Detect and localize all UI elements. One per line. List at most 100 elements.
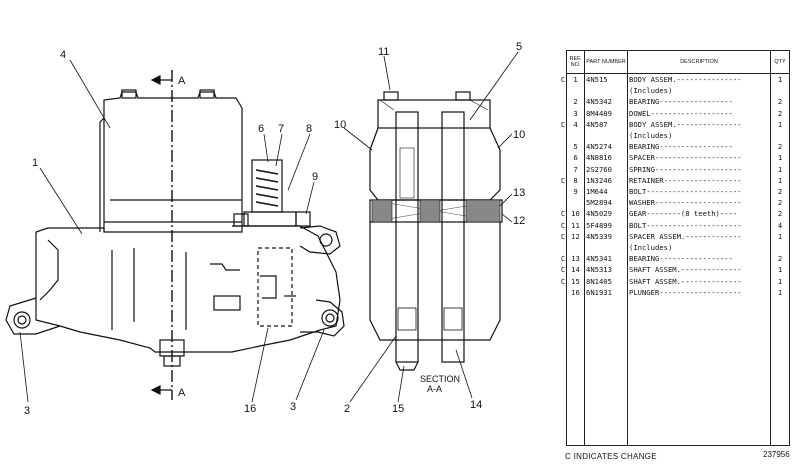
- change-flag: C: [560, 276, 566, 286]
- callout-3-left: 3: [24, 405, 30, 417]
- part-number: 4N8816: [586, 153, 612, 163]
- change-flag: C: [560, 75, 566, 84]
- column-divider: [770, 51, 771, 445]
- table-row: 7 2S2760 SPRING-------------------- 1: [567, 165, 791, 174]
- part-number: 5M2894: [586, 198, 612, 208]
- part-number: 4N5342: [586, 97, 612, 107]
- callout-13: 13: [513, 187, 525, 199]
- part-number: 4N5313: [586, 265, 612, 275]
- description: (Includes): [629, 86, 673, 96]
- description: DOWEL-------------------: [629, 108, 733, 118]
- quantity: 2: [777, 198, 783, 208]
- ref-number: 11: [571, 220, 580, 230]
- callout-5: 5: [516, 41, 522, 53]
- callout-12: 12: [513, 215, 525, 227]
- description: SPACER ASSEM.-------------: [629, 231, 742, 241]
- change-flag: C: [560, 220, 566, 230]
- section-arrow-label-top: A: [178, 75, 186, 87]
- table-row: 9 1M644 BOLT---------------------- 2: [567, 187, 791, 196]
- description: BEARING-----------------: [629, 97, 733, 107]
- change-flag: C: [560, 265, 566, 275]
- parts-illustration: 4 1 3 6 7 8 9 16 3 11 5 10 10 13 12 2 15…: [5, 41, 525, 417]
- description: BODY ASSEM.---------------: [629, 75, 742, 84]
- table-row: 5M2894 WASHER-------------------- 2: [567, 198, 791, 207]
- part-number: 8N1405: [586, 276, 612, 286]
- callout-2: 2: [344, 403, 350, 415]
- table-row: 3 8M4489 DOWEL------------------- 2: [567, 109, 791, 118]
- ref-number: 6: [573, 153, 578, 163]
- table-row: (Includes): [567, 131, 791, 140]
- part-number: 8M4489: [586, 108, 612, 118]
- callout-16: 16: [244, 403, 256, 415]
- part-number: 1M644: [586, 187, 608, 196]
- quantity: 2: [777, 108, 783, 118]
- change-flag: C: [560, 231, 566, 241]
- pump-exterior-view: [5, 70, 345, 400]
- description: BOLT----------------------: [629, 187, 742, 196]
- description: (Includes): [629, 131, 673, 140]
- quantity: 1: [777, 265, 783, 275]
- ref-number: 7: [573, 164, 578, 174]
- header-qty: QTY: [774, 59, 786, 65]
- table-row: (Includes): [567, 243, 791, 252]
- callout-8: 8: [306, 123, 312, 135]
- header-description: DESCRIPTION: [680, 59, 718, 65]
- change-flag: C: [560, 119, 566, 129]
- table-row: (Includes): [567, 86, 791, 95]
- ref-number: 10: [571, 209, 580, 219]
- quantity: 1: [777, 75, 783, 84]
- ref-number: 5: [573, 142, 578, 152]
- quantity: 1: [777, 175, 783, 185]
- description: WASHER--------------------: [629, 198, 742, 208]
- part-number: 4N5341: [586, 254, 612, 264]
- callout-11: 11: [378, 46, 389, 58]
- ref-number: 9: [573, 187, 578, 196]
- description: GEAR--------(8 teeth)----: [629, 209, 738, 219]
- part-number: 1N3246: [586, 175, 612, 185]
- description: BOLT----------------------: [629, 220, 742, 230]
- callout-1: 1: [32, 157, 38, 169]
- part-number: 4N5029: [586, 209, 612, 219]
- quantity: 2: [777, 142, 783, 152]
- section-label-line1: SECTION: [420, 374, 460, 384]
- callout-9: 9: [312, 171, 318, 183]
- quantity: 2: [777, 187, 783, 196]
- description: BEARING-----------------: [629, 254, 733, 264]
- column-divider: [584, 51, 585, 445]
- part-number: 4N5339: [586, 231, 612, 241]
- quantity: 1: [777, 231, 783, 241]
- description: SPRING--------------------: [629, 164, 742, 174]
- part-number: 4N5274: [586, 142, 612, 152]
- ref-number: 14: [571, 265, 580, 275]
- ref-number: 3: [573, 108, 578, 118]
- quantity: 1: [777, 287, 783, 297]
- quantity: 1: [777, 276, 783, 286]
- part-number: 5F4899: [586, 220, 612, 230]
- callout-10-left: 10: [334, 119, 346, 131]
- quantity: 1: [777, 153, 783, 163]
- part-number: 2S2760: [586, 164, 612, 174]
- description: PLUNGER-------------------: [629, 287, 742, 297]
- ref-number: 2: [573, 97, 578, 107]
- part-number: 6N1931: [586, 287, 612, 297]
- change-flag: C: [560, 209, 566, 219]
- description: RETAINER------------------: [629, 175, 742, 185]
- change-flag: C: [560, 175, 566, 185]
- ref-number: 13: [571, 254, 580, 264]
- change-indicator-note: C INDICATES CHANGE: [565, 452, 657, 461]
- change-flag: C: [560, 254, 566, 264]
- ref-number: 8: [573, 175, 578, 185]
- header-ref-no: REF. NO.: [569, 56, 582, 68]
- quantity: 2: [777, 254, 783, 264]
- quantity: 1: [777, 164, 783, 174]
- table-header: REF. NO. PART NUMBER DESCRIPTION QTY: [567, 51, 789, 74]
